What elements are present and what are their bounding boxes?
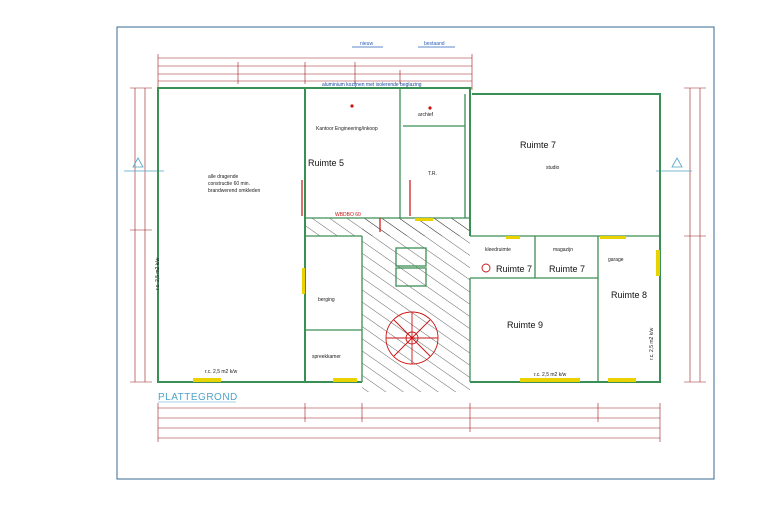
aluminium-note: aluminium kozijnen met isolerende beglaz… [322, 82, 422, 88]
label-garage: garage [608, 257, 624, 263]
legend-new-label: nieuw [360, 41, 373, 47]
door-frames [193, 218, 660, 382]
label-rc-bottom-left: r.c. 2,5 m2 k/w [205, 369, 238, 375]
small-labels: Kantoor Engineering/inkoop archief T.R. … [205, 112, 624, 378]
legend-existing-label: bestaand [424, 41, 445, 47]
interior-walls [305, 88, 660, 382]
label-brandwerend-2: constructie 60 min. [208, 181, 250, 187]
room-ruimte-7-b: Ruimte 7 [549, 264, 585, 274]
section-marker-right [656, 157, 692, 172]
label-archief: archief [418, 112, 434, 118]
label-rc-right: r.c. 2,5 m2 k/w [649, 327, 655, 360]
right-dimensions [684, 87, 706, 383]
label-brandwerend-1: alle dragende [208, 174, 239, 180]
label-magazijn: magazijn [553, 247, 573, 253]
bottom-dimensions [157, 403, 661, 442]
wbdbo-markers [301, 180, 411, 232]
legend: nieuw bestaand [352, 41, 455, 48]
label-tr: T.R. [428, 171, 437, 177]
left-dimensions [130, 87, 152, 383]
room-ruimte-8: Ruimte 8 [611, 290, 647, 300]
label-rc-bottom-right: r.c. 2,5 m2 k/w [534, 372, 567, 378]
label-kleedruimte: kleedruimte [485, 247, 511, 253]
room-ruimte-7-a: Ruimte 7 [496, 264, 532, 274]
label-kantoor: Kantoor Engineering/inkoop [316, 126, 378, 132]
room-ruimte-7-large: Ruimte 7 [520, 140, 556, 150]
marker-dot-kantoor [350, 104, 354, 108]
room-ruimte-5: Ruimte 5 [308, 158, 344, 168]
label-brandwerend-3: brandwerend omkleden [208, 188, 260, 194]
top-dimensions [157, 54, 473, 90]
marker-circle [481, 263, 491, 273]
label-berging: berging [318, 297, 335, 303]
label-studio: studio [546, 165, 560, 171]
drawing-title: PLATTEGROND [158, 392, 238, 403]
label-spreekkamer: spreekkamer [312, 354, 341, 360]
marker-dot-archief [428, 106, 432, 110]
room-labels: Ruimte 5 Ruimte 7 Ruimte 7 Ruimte 7 Ruim… [308, 140, 647, 330]
wbdbo-label: WBDBO 60 [335, 212, 361, 218]
hatched-area-core [362, 218, 470, 392]
label-rc-left: r.c. 2,5 m2 k/w [155, 257, 161, 290]
room-ruimte-9: Ruimte 9 [507, 320, 543, 330]
spiral-staircase [385, 311, 439, 365]
